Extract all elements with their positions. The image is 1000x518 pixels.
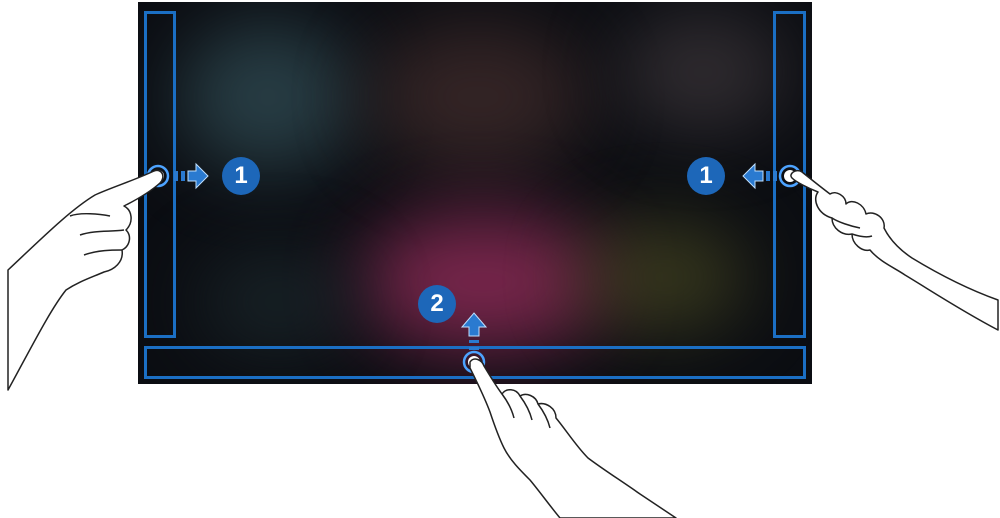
swipe-up-arrow-icon: [462, 313, 486, 350]
swipe-right-arrow-icon: [174, 164, 208, 188]
bottom-hand-icon: [470, 359, 676, 518]
right-hand-icon: [791, 171, 998, 330]
swipe-left-arrow-icon: [743, 164, 777, 188]
left-hand-icon: [8, 170, 163, 390]
